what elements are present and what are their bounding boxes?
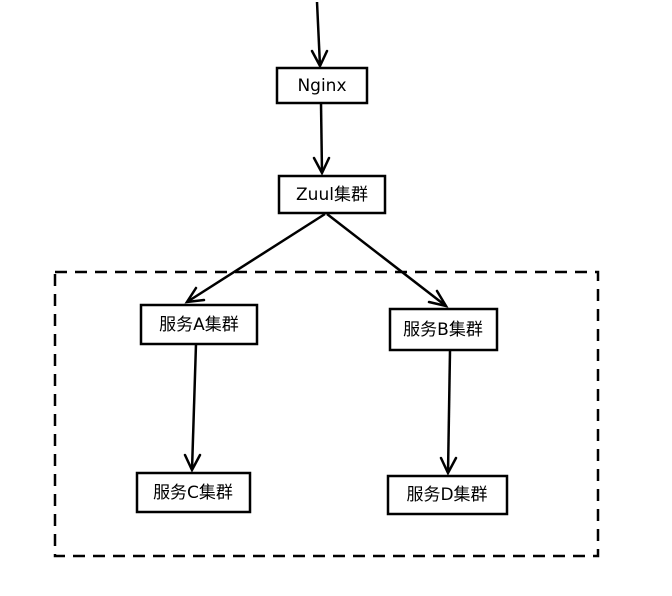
node-nginx-label: Nginx [297,76,346,96]
node-service-b-box [388,307,499,352]
node-nginx: Nginx [275,66,369,105]
node-zuul-box [277,174,387,215]
node-service-a-label: 服务A集群 [159,315,239,335]
arrowhead [184,286,206,304]
node-service-c-label: 服务C集群 [153,483,233,503]
arrowhead [427,289,449,308]
node-service-c: 服务C集群 [135,471,252,514]
edge-entry-to-nginx [310,1,329,69]
node-zuul-label: Zuul集群 [296,185,368,205]
edge-zuul-to-service-b [326,213,449,308]
edge-service-a-to-service-c [183,343,202,473]
node-service-a-box [139,303,259,346]
arrowhead [310,49,329,69]
node-service-b-label: 服务B集群 [403,320,483,340]
edge-nginx-to-zuul [312,102,331,176]
node-service-b: 服务B集群 [388,307,499,352]
edge-service-b-to-service-d [439,350,458,476]
node-service-a: 服务A集群 [139,303,259,346]
arrowhead [312,156,331,176]
arrowhead [439,456,458,476]
service-cluster-group-border [53,270,600,558]
node-service-c-box [135,471,252,514]
node-service-d-box [386,474,509,516]
node-zuul: Zuul集群 [277,174,387,215]
node-nginx-box [275,66,369,105]
arrowhead [183,453,202,473]
node-service-d-label: 服务D集群 [406,485,487,505]
node-service-d: 服务D集群 [386,474,509,516]
edge-zuul-to-service-a [184,212,326,304]
edges [183,1,458,476]
